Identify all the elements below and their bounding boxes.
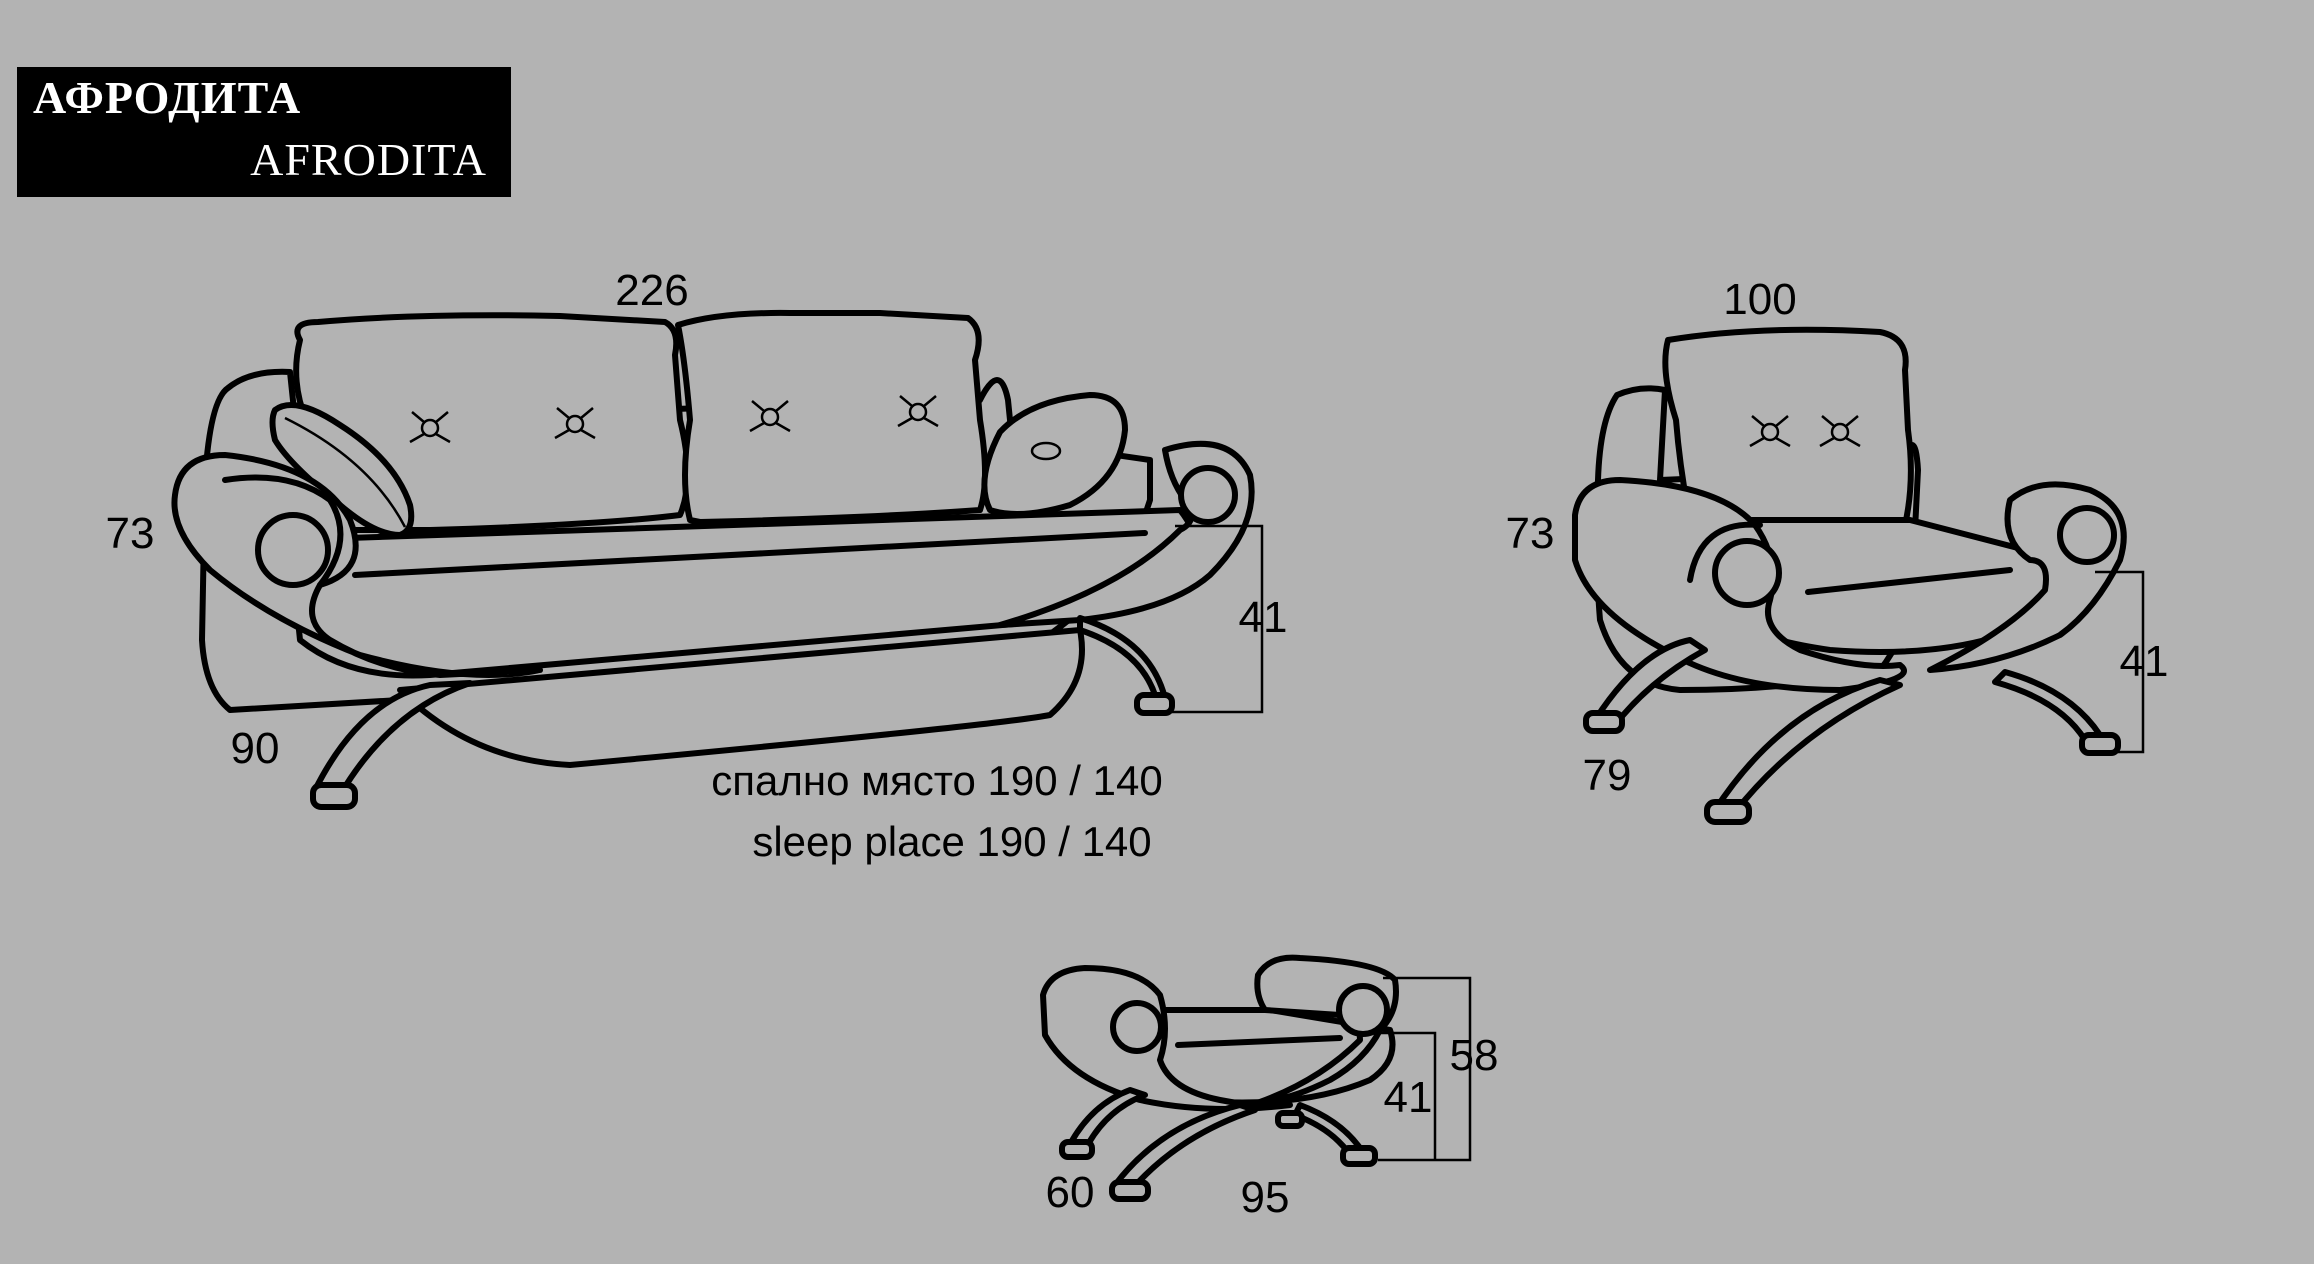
- sofa-seat-height-label: 41: [1239, 593, 1288, 642]
- sofa-arm-right-cap: [1178, 465, 1238, 525]
- pouf-leg-left: [1065, 1087, 1148, 1153]
- armchair-arm-right-cap: [2057, 505, 2117, 565]
- pouf-arm-right-cap: [1336, 983, 1390, 1037]
- pouf-drawing: [1040, 954, 1472, 1202]
- sofa-back-cushion-right: [675, 309, 988, 525]
- pouf-seat-line: [1175, 1035, 1343, 1048]
- armchair-dimension-line: [2095, 570, 2145, 754]
- sofa-pillow-left: [269, 402, 415, 538]
- pouf-foot-back: [1275, 1110, 1305, 1129]
- pouf-height-label: 58: [1450, 1031, 1499, 1080]
- armchair-height-label: 73: [1506, 509, 1555, 558]
- title-russian: АФРОДИТА: [33, 72, 302, 123]
- sofa-arm-left-scroll: [222, 474, 344, 588]
- armchair-foot-back-left: [1583, 710, 1625, 734]
- sofa-leg-right: [1077, 615, 1168, 701]
- armchair-seat-line: [1805, 567, 2013, 595]
- title-block: АФРОДИТА AFRODITA: [17, 67, 511, 197]
- pouf-foot-right: [1340, 1145, 1378, 1167]
- sofa-dimension-line: [1170, 524, 1264, 714]
- tuft-icon: [897, 395, 939, 428]
- tuft-icon: [1819, 415, 1861, 448]
- pouf-leg-right: [1292, 1102, 1363, 1155]
- armchair-foot-right: [2079, 732, 2121, 756]
- armchair-drawing: [1572, 326, 2145, 825]
- sofa-base: [397, 627, 1085, 768]
- tuft-icon: [409, 411, 451, 444]
- armchair-foot-front-left: [1704, 799, 1752, 825]
- pouf-seat-height-label: 41: [1384, 1073, 1433, 1122]
- pouf-foot-left: [1059, 1139, 1095, 1160]
- sofa-arm-left: [171, 452, 543, 678]
- sofa-width-label: 226: [615, 266, 688, 315]
- tuft-icon: [1749, 415, 1791, 448]
- armchair-arm-left-scroll: [1687, 521, 1763, 583]
- sofa-leg-left: [312, 680, 473, 798]
- pouf-width-label: 95: [1241, 1173, 1290, 1222]
- armchair-depth-label: 79: [1583, 751, 1632, 800]
- tuft-icon: [554, 407, 596, 440]
- sofa-tufts: [409, 395, 939, 444]
- pouf-foot-front: [1109, 1179, 1151, 1202]
- armchair-leg-right: [1992, 669, 2103, 743]
- sofa-arm-left-cap: [255, 512, 331, 588]
- sofa-foot-right: [1134, 692, 1175, 716]
- sleep-place-en: sleep place 190 / 140: [752, 818, 1151, 865]
- sofa-drawing: [171, 309, 1264, 810]
- pouf-dimension-line-outer: [1378, 976, 1472, 1162]
- pouf-dimension-line-inner: [1380, 1031, 1437, 1160]
- title-english: AFRODITA: [250, 134, 487, 185]
- armchair-arm-left-cap: [1712, 538, 1782, 608]
- armchair-seat-height-label: 41: [2120, 637, 2169, 686]
- pouf-leg-front: [1112, 1102, 1258, 1191]
- sofa-pillow-right: [981, 392, 1128, 517]
- tuft-icon: [749, 400, 791, 433]
- armchair-leg-back-left: [1592, 637, 1708, 728]
- sleep-place-ru: спално място 190 / 140: [711, 757, 1162, 804]
- armchair-leg-front-left: [1712, 677, 1903, 815]
- pouf-depth-label: 60: [1046, 1168, 1095, 1217]
- sofa-pillow-left-seam: [284, 416, 407, 528]
- armchair-width-label: 100: [1723, 275, 1796, 324]
- sofa-pillow-right-button: [1030, 441, 1062, 461]
- pouf-arm-left-cap: [1110, 1000, 1164, 1054]
- sofa-depth-label: 90: [231, 724, 280, 773]
- sofa-foot-left: [310, 782, 358, 810]
- sofa-height-label: 73: [106, 509, 155, 558]
- sofa-seat-line: [352, 530, 1148, 578]
